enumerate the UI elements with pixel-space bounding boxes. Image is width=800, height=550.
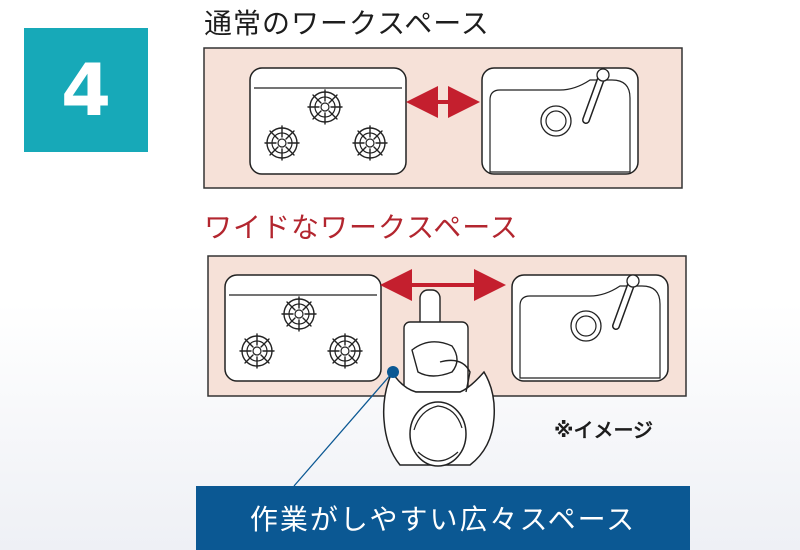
person-icon [382,359,496,467]
faucet-icon [582,68,610,124]
gas-burner-icon [352,125,388,161]
sink-wide [511,274,669,382]
gas-burner-icon [264,125,300,161]
faucet-icon [612,274,640,330]
gas-burner-icon [281,296,317,332]
workspace-banner: 作業がしやすい広々スペース [196,486,690,550]
gas-burner-icon [327,333,363,369]
normal-workspace-title: 通常のワークスペース [204,7,490,40]
step-number-badge: 4 [24,28,148,152]
gas-burner-icon [239,333,275,369]
sink-normal [481,67,639,175]
cutting-board-icon [403,289,469,393]
image-note: ※イメージ [554,418,654,442]
callout-pointer [293,366,399,487]
sink-icon [540,105,572,137]
sink-icon [570,310,602,342]
stove-wide [224,274,382,382]
wide-workspace-title: ワイドなワークスペース [204,211,519,244]
stove-normal [249,67,407,175]
gas-burner-icon [307,89,343,125]
